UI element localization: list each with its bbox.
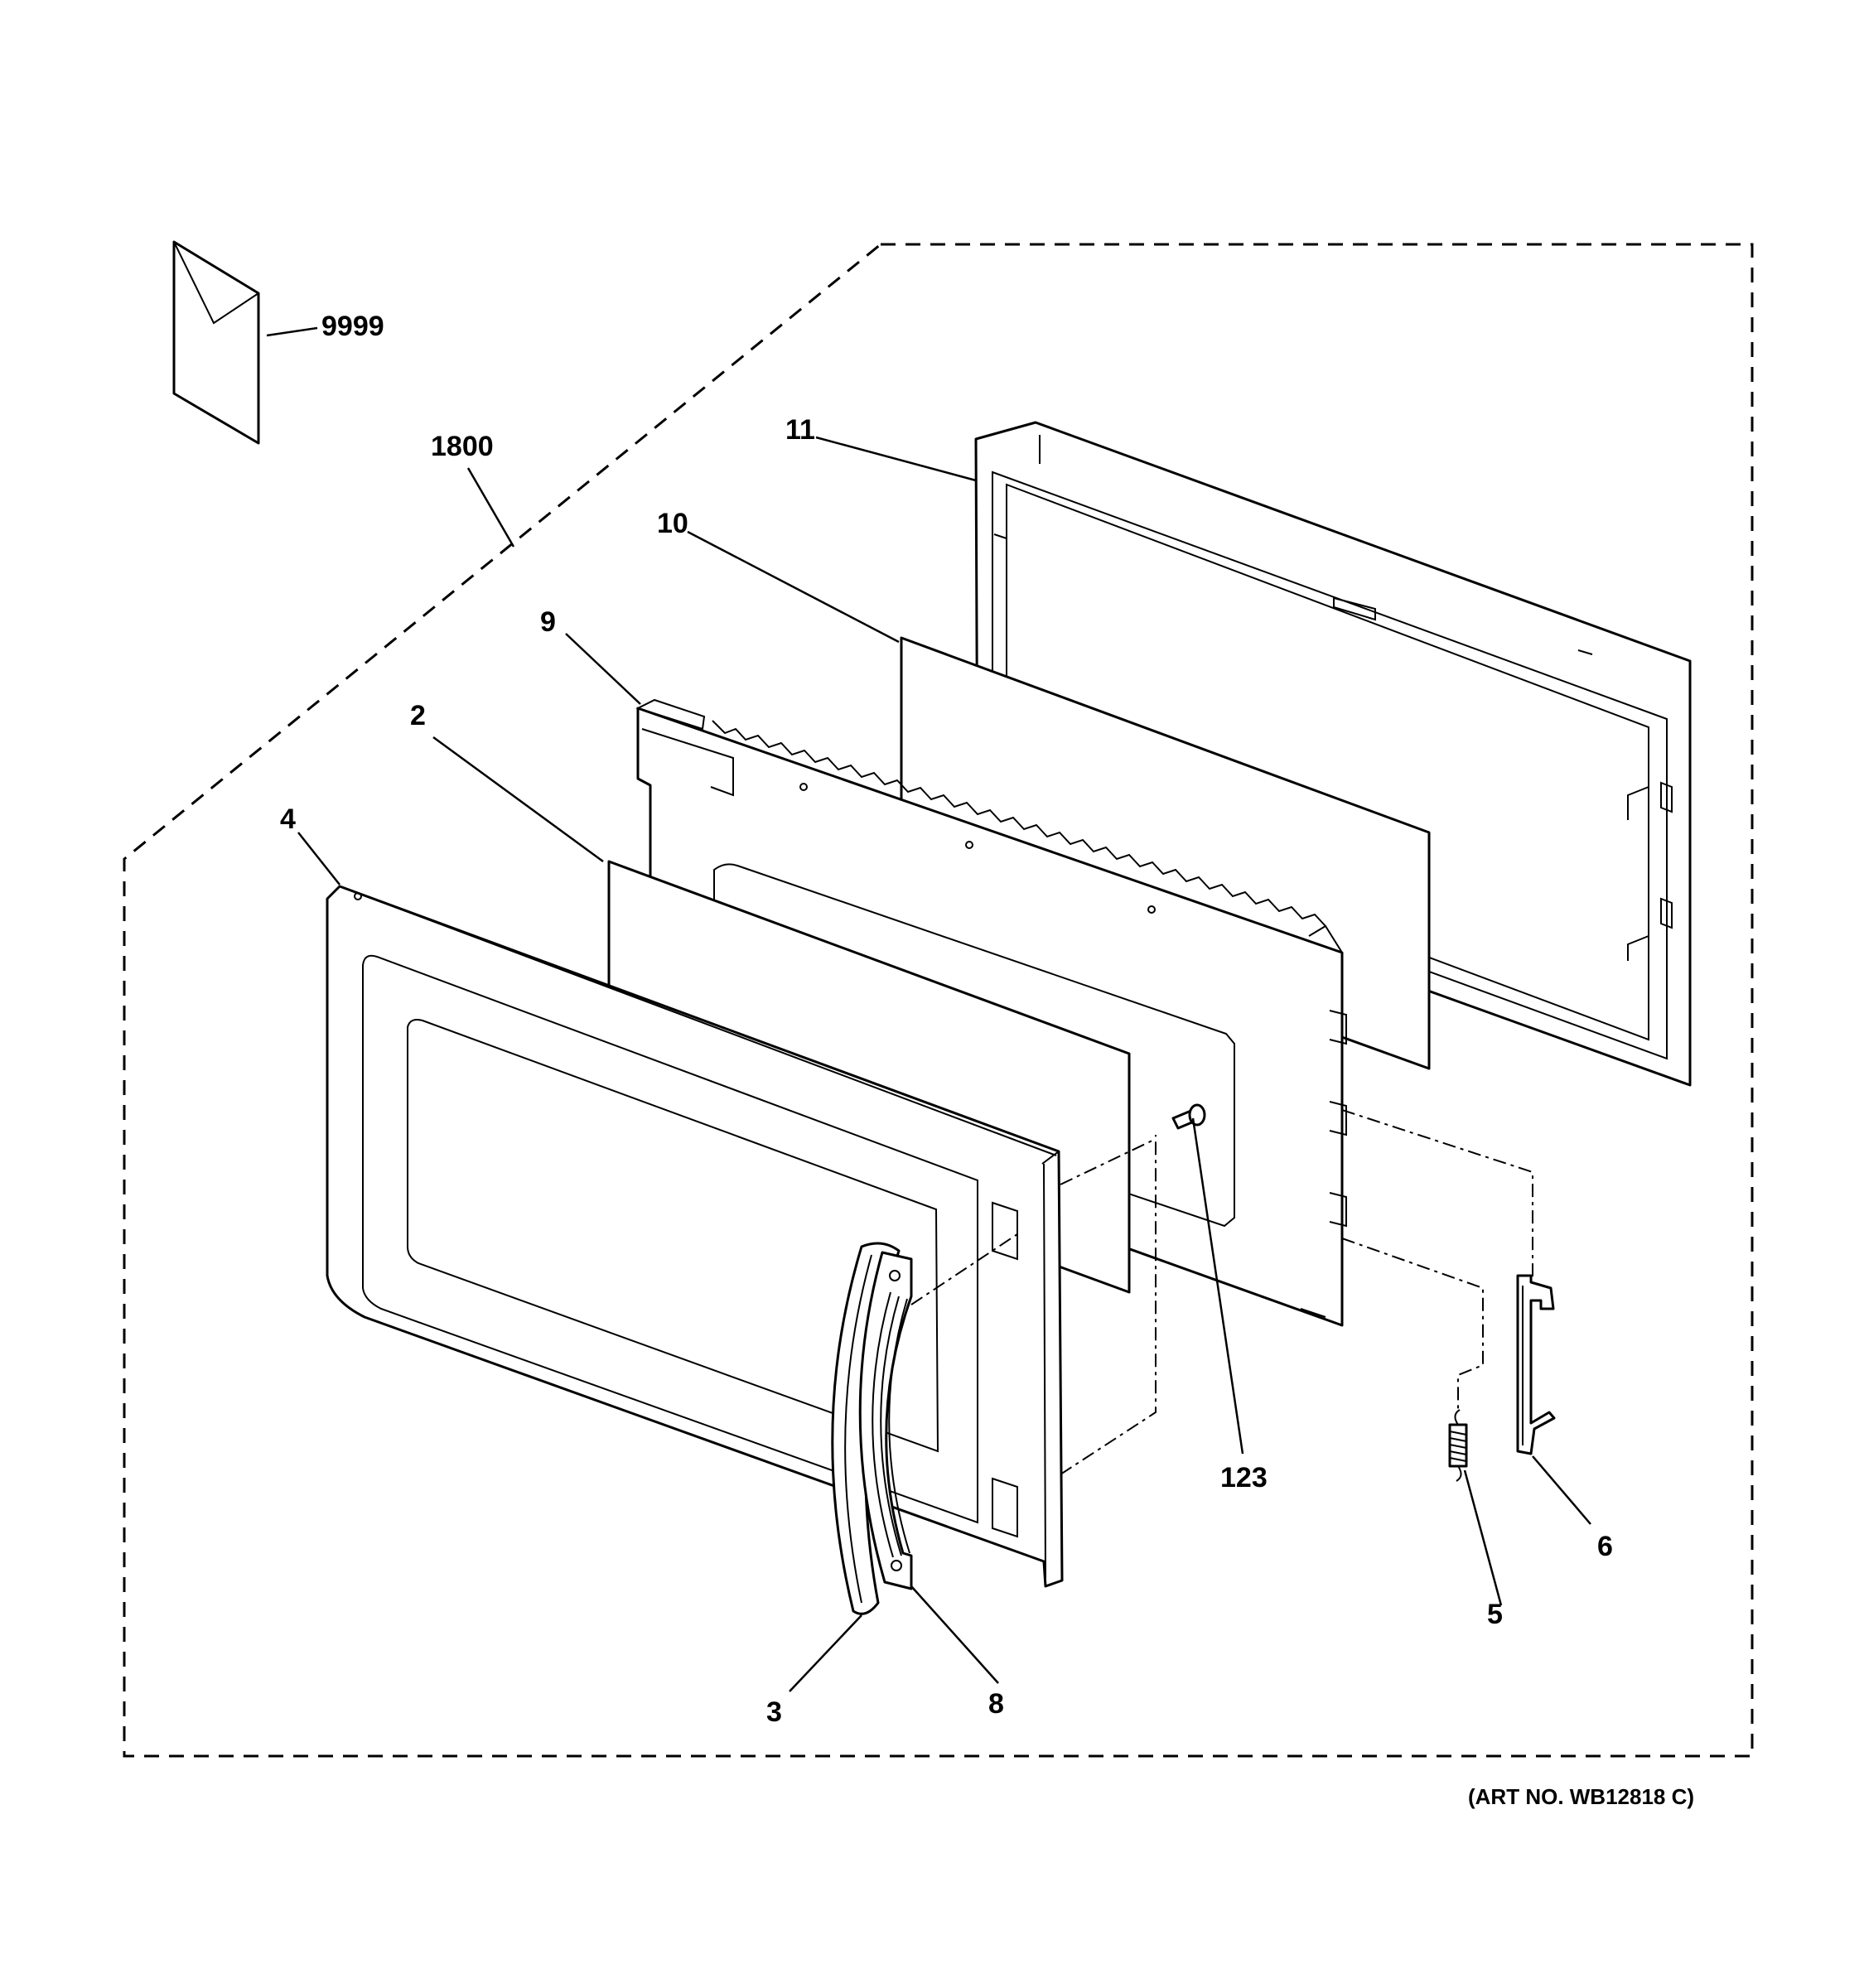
callout-2: 2	[410, 700, 426, 731]
leader-11	[815, 436, 977, 482]
leader-8	[910, 1585, 999, 1684]
assembly-line-handle-lower	[1060, 1135, 1157, 1475]
callout-3: 3	[766, 1696, 782, 1728]
latch-lever	[1516, 1274, 1556, 1455]
literature-envelope	[172, 240, 260, 445]
callout-123: 123	[1220, 1462, 1268, 1493]
leader-10	[687, 530, 900, 644]
art-number: (ART NO. WB12818 C)	[1468, 1784, 1694, 1809]
callout-10: 10	[657, 508, 688, 539]
leader-9	[565, 633, 641, 705]
assembly-line-screw	[1060, 1138, 1157, 1185]
assembly-line-handle-upper	[910, 1233, 1018, 1305]
leader-3	[789, 1614, 862, 1692]
assembly-line-latch-lower	[1341, 1238, 1484, 1412]
callout-1800: 1800	[431, 431, 494, 462]
leader-2	[432, 736, 604, 863]
callout-11: 11	[785, 414, 815, 446]
handle-bracket	[858, 1251, 913, 1590]
callout-4: 4	[280, 803, 296, 835]
leader-123	[1191, 1117, 1244, 1455]
leader-1800	[466, 467, 515, 548]
callout-8: 8	[988, 1688, 1004, 1720]
leader-9999	[266, 326, 318, 337]
kit-boundary-outline	[123, 243, 1754, 1758]
latch-spring	[1448, 1409, 1468, 1482]
assembly-line-latch-upper	[1341, 1109, 1533, 1280]
leader-4	[297, 832, 340, 885]
callout-6: 6	[1597, 1531, 1613, 1562]
leader-5	[1463, 1469, 1503, 1606]
callout-9: 9	[540, 606, 556, 638]
leader-6	[1532, 1455, 1591, 1525]
callout-5: 5	[1487, 1599, 1503, 1630]
callout-9999: 9999	[321, 311, 384, 342]
